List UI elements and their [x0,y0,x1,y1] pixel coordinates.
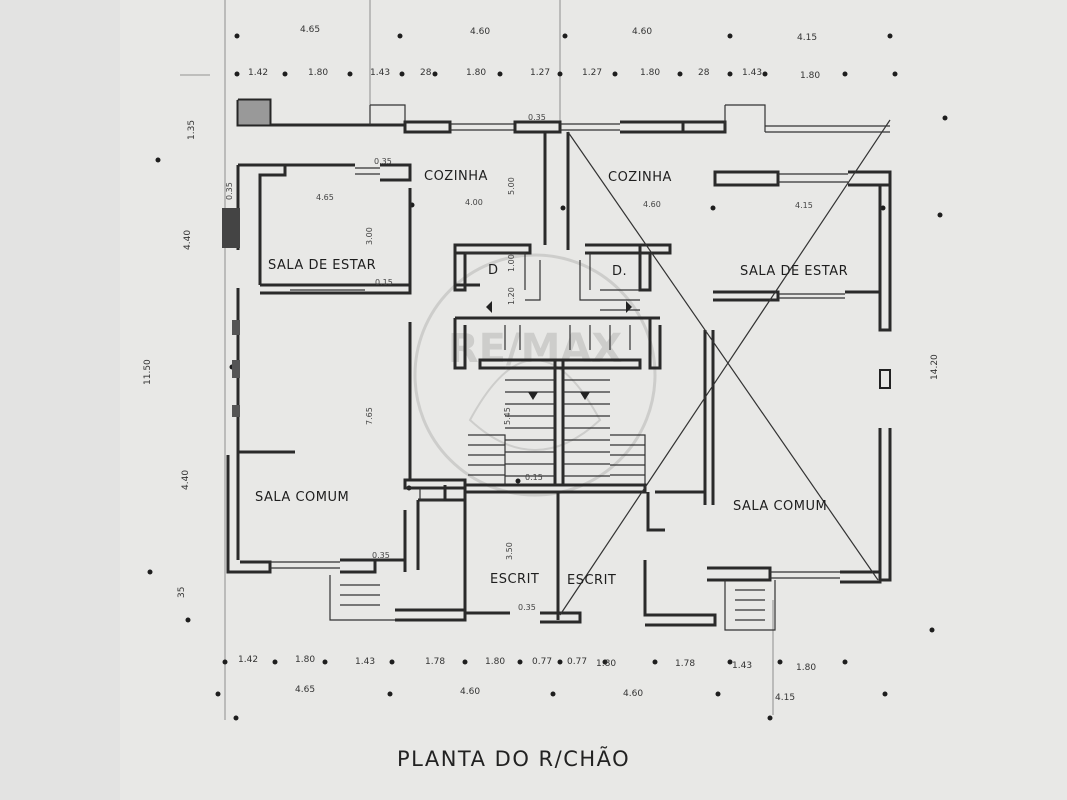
room-label-escrit-left: ESCRIT [490,572,539,587]
top-subdim-5: 1.80 [466,68,486,78]
bottom-dimensions: 1.42 1.80 1.43 1.78 1.80 0.77 0.77 1.80 … [238,655,816,703]
top-subdim-10: 1.43 [742,68,762,78]
top-subdim-3: 1.43 [370,68,390,78]
inner-dimensions: 0.35 0.35 0.15 0.35 0.15 0.35 4.65 3.00 … [225,113,813,612]
room-label-sala-estar-left: SALA DE ESTAR [268,258,376,273]
inner-dim-765: 7.65 [365,407,374,425]
inner-dim-100: 1.00 [507,254,516,272]
inner-dim-400: 4.00 [465,198,483,207]
left-dim-5: 35 [177,587,187,598]
inner-dim-500: 5.00 [507,177,516,195]
room-labels: COZINHA COZINHA SALA DE ESTAR SALA DE ES… [255,169,848,588]
dimension-dots [147,33,948,721]
inner-dim-120: 1.20 [507,287,516,305]
bottom-subdim-9: 1.78 [675,659,695,669]
top-subdim-11: 1.80 [800,71,820,81]
inner-dim-015-b: 0.15 [525,473,543,482]
inner-dim-465: 4.65 [316,193,334,202]
inner-dim-035-a: 0.35 [528,113,546,122]
room-label-cozinha-right: COZINHA [608,170,672,185]
inner-dim-035-c: 0.35 [372,551,390,560]
left-dim-2: 4.40 [183,230,193,250]
watermark-logo: RE/MAX [413,253,657,497]
inner-dim-350: 3.50 [505,542,514,560]
bottom-subdim-2: 1.80 [295,655,315,665]
inner-dim-545: 5.45 [503,407,512,425]
bottom-dim-3: 4.60 [623,689,643,699]
bottom-subdim-1: 1.42 [238,655,258,665]
room-label-d-left: D [488,263,499,278]
bottom-dim-2: 4.60 [460,687,480,697]
left-dim-3: 11.50 [143,359,153,385]
top-dim-4: 4.15 [797,33,817,43]
bottom-subdim-5: 1.80 [485,657,505,667]
room-label-cozinha-left: COZINHA [424,169,488,184]
dimension-guides [180,0,774,720]
inner-dim-035-b: 0.35 [374,157,392,166]
top-dim-1: 4.65 [300,25,320,35]
top-subdim-8: 1.80 [640,68,660,78]
bottom-subdim-11: 1.80 [796,663,816,673]
top-subdim-4: 28 [420,68,432,78]
inner-dim-415: 4.15 [795,201,813,210]
bottom-subdim-6: 0.77 [532,657,552,667]
inner-dim-015-a: 0.15 [375,278,393,287]
left-dim-1: 1.35 [187,120,197,140]
bottom-subdim-7: 0.77 [567,657,587,667]
right-dim-1: 14.20 [930,354,940,380]
top-subdim-7: 1.27 [582,68,602,78]
walls [222,98,892,631]
top-dim-3: 4.60 [632,27,652,37]
top-subdim-1: 1.42 [248,68,268,78]
room-label-sala-comum-right: SALA COMUM [733,499,827,514]
top-dimensions: 4.65 4.60 4.60 4.15 1.42 1.80 1.43 28 1.… [248,25,820,81]
bottom-dim-1: 4.65 [295,685,315,695]
room-label-escrit-right: ESCRIT [567,573,616,588]
inner-dim-035-e: 0.35 [225,182,234,200]
left-dim-4: 4.40 [181,470,191,490]
watermark-text: RE/MAX [448,326,622,372]
bottom-subdim-10: 1.43 [732,661,752,671]
top-dim-2: 4.60 [470,27,490,37]
bottom-dim-4: 4.15 [775,693,795,703]
room-label-d-right: D. [612,264,627,279]
top-subdim-6: 1.27 [530,68,550,78]
room-label-sala-comum-left: SALA COMUM [255,490,349,505]
stairs [468,260,646,485]
bottom-subdim-4: 1.78 [425,657,445,667]
page-title: PLANTA DO R/CHÃO [397,745,630,771]
inner-dim-300: 3.00 [365,227,374,245]
left-dimensions: 1.35 4.40 11.50 4.40 35 14.20 [143,120,940,598]
inner-dim-460: 4.60 [643,200,661,209]
bottom-subdim-8: 1.80 [596,659,616,669]
inner-dim-035-d: 0.35 [518,603,536,612]
top-subdim-9: 28 [698,68,710,78]
bottom-subdim-3: 1.43 [355,657,375,667]
top-subdim-2: 1.80 [308,68,328,78]
room-label-sala-estar-right: SALA DE ESTAR [740,264,848,279]
